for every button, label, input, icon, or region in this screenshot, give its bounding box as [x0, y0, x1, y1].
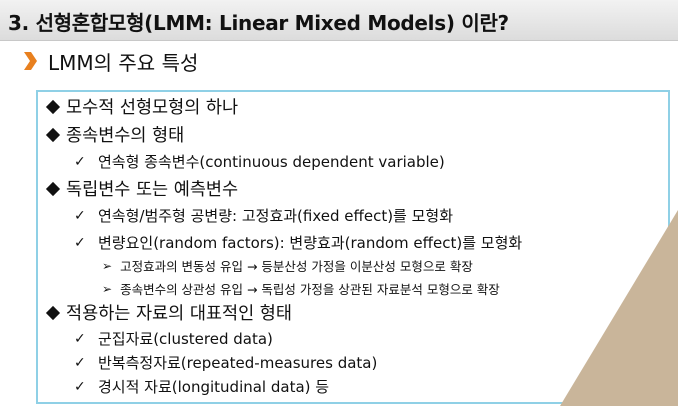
check-icon: ✓: [74, 330, 86, 347]
diamond-bullet-icon: [45, 99, 61, 114]
list-item: ✓ 변량요인(random factors): 변량효과(random effec…: [74, 232, 522, 253]
list-item: ✓ 반복측정자료(repeated-measures data): [74, 352, 377, 373]
list-item: 독립변수 또는 예측변수: [45, 176, 239, 201]
arrow-bullet-icon: ➢: [102, 281, 113, 296]
arrow-bullet-icon: ➢: [102, 258, 113, 273]
list-item-text: 적용하는 자료의 대표적인 형태: [66, 304, 292, 324]
diamond-bullet-icon: [45, 305, 61, 320]
check-icon: ✓: [74, 153, 86, 170]
list-item-text: 고정효과의 변동성 유입 → 등분산성 가정을 이분산성 모형으로 확장: [120, 259, 473, 274]
slide-title: 3. 선형혼합모형(LMM: Linear Mixed Models) 이란?: [8, 11, 509, 35]
diamond-bullet-icon: [45, 127, 61, 142]
list-item-text: 군집자료(clustered data): [98, 330, 273, 348]
list-item: ✓ 연속형/범주형 공변량: 고정효과(fixed effect)를 모형화: [74, 205, 453, 226]
list-item: ✓ 군집자료(clustered data): [74, 328, 273, 349]
list-item: 종속변수의 형태: [45, 122, 185, 147]
list-item-text: 경시적 자료(longitudinal data) 등: [98, 378, 330, 396]
list-item-text: 종속변수의 형태: [66, 126, 185, 146]
check-icon: ✓: [74, 378, 86, 395]
chevron-right-icon: [24, 52, 37, 70]
list-item: ➢ 종속변수의 상관성 유입 → 독립성 가정을 상관된 자료분석 모형으로 확장: [102, 279, 500, 298]
list-item: 적용하는 자료의 대표적인 형태: [45, 300, 292, 325]
section-heading: LMM의 주요 특성: [22, 48, 199, 75]
list-item-text: 종속변수의 상관성 유입 → 독립성 가정을 상관된 자료분석 모형으로 확장: [120, 282, 500, 297]
list-item: ➢ 고정효과의 변동성 유입 → 등분산성 가정을 이분산성 모형으로 확장: [102, 256, 473, 275]
list-item-text: 연속형/범주형 공변량: 고정효과(fixed effect)를 모형화: [98, 207, 454, 225]
list-item: 모수적 선형모형의 하나: [45, 94, 239, 119]
list-item-text: 변량요인(random factors): 변량효과(random effect…: [98, 234, 523, 252]
check-icon: ✓: [74, 354, 86, 371]
list-item: ✓ 연속형 종속변수(continuous dependent variable): [74, 151, 445, 172]
check-icon: ✓: [74, 207, 86, 224]
section-subtitle: LMM의 주요 특성: [48, 50, 199, 75]
diamond-bullet-icon: [45, 181, 61, 196]
list-item-text: 독립변수 또는 예측변수: [66, 180, 239, 200]
list-item-text: 연속형 종속변수(continuous dependent variable): [98, 153, 445, 171]
list-item-text: 반복측정자료(repeated-measures data): [98, 354, 378, 372]
title-bar: 3. 선형혼합모형(LMM: Linear Mixed Models) 이란?: [0, 0, 678, 41]
check-icon: ✓: [74, 234, 86, 251]
list-item: ✓ 경시적 자료(longitudinal data) 등: [74, 376, 329, 397]
list-item-text: 모수적 선형모형의 하나: [66, 98, 239, 118]
